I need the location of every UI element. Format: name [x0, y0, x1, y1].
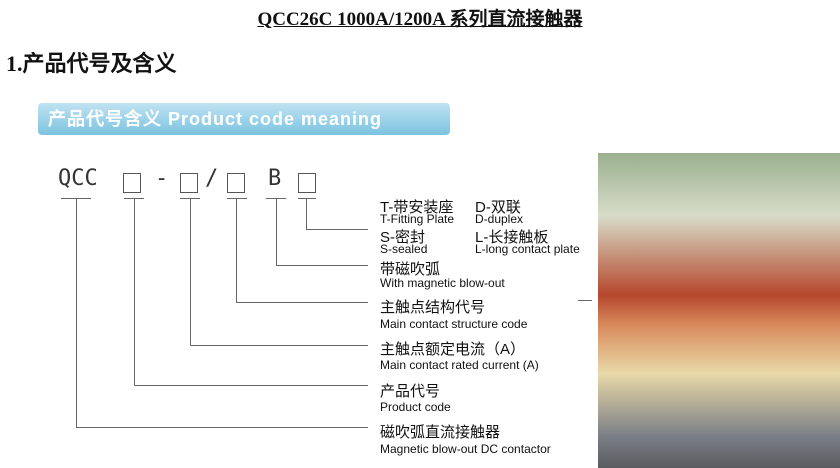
connector-line	[276, 265, 368, 266]
legend-en: D-duplex	[475, 212, 524, 226]
section-heading: 1.产品代号及含义	[6, 51, 177, 76]
legend-en: L-long contact plate	[475, 242, 580, 256]
code-box-type	[123, 173, 141, 193]
code-dash: -	[155, 166, 169, 191]
connector-line	[134, 198, 135, 386]
connector-line	[306, 229, 368, 230]
connector-line	[76, 198, 77, 428]
legend-en: S-sealed	[380, 242, 428, 256]
connector-line	[76, 427, 368, 428]
legend-zh: L-长接触板	[475, 229, 549, 246]
legend-en: Main contact rated current (A)	[380, 358, 539, 372]
legend-zh: T-带安装座	[380, 199, 454, 216]
legend-zh: D-双联	[475, 199, 521, 216]
connector-line	[306, 198, 307, 230]
connector-line	[578, 300, 592, 301]
legend-en: Product code	[380, 400, 451, 414]
connector-line	[298, 198, 316, 199]
legend-en: With magnetic blow-out	[380, 276, 505, 290]
legend-zh: 产品代号	[380, 383, 441, 400]
legend-zh: 带磁吹弧	[380, 261, 441, 278]
connector-line	[236, 198, 237, 303]
document-title: QCC26C 1000A/1200A 系列直流接触器	[257, 9, 583, 30]
code-prefix: QCC	[58, 166, 98, 191]
connector-line	[276, 198, 277, 266]
code-box-option	[298, 173, 316, 193]
legend-en: Main contact structure code	[380, 317, 528, 331]
legend-en: Magnetic blow-out DC contactor	[380, 442, 551, 456]
code-box-structure	[227, 173, 245, 193]
connector-line	[227, 198, 247, 199]
connector-line	[236, 302, 368, 303]
legend-zh: 主触点额定电流（A）	[380, 341, 526, 358]
code-slash: /	[205, 166, 219, 191]
code-box-current	[180, 173, 198, 193]
code-b: B	[268, 166, 282, 191]
legend-zh: 磁吹弧直流接触器	[380, 424, 501, 441]
banner: 产品代号含义 Product code meaning	[38, 103, 450, 135]
connector-line	[190, 198, 191, 346]
connector-line	[134, 385, 368, 386]
contactor-photo	[598, 153, 840, 468]
connector-line	[190, 345, 368, 346]
legend-zh: 主触点结构代号	[380, 299, 486, 316]
legend-en: T-Fitting Plate	[380, 212, 455, 226]
legend-zh: S-密封	[380, 229, 426, 246]
